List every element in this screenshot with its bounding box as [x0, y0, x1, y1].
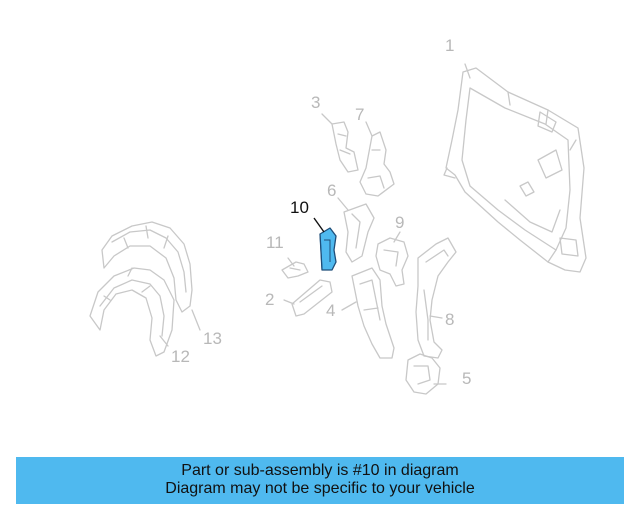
- banner-line-2: Diagram may not be specific to your vehi…: [165, 480, 475, 497]
- part-6-reinforcement: [337, 197, 375, 263]
- part-1-quarter-panel-inner: [443, 63, 587, 273]
- part-3-bracket: [321, 113, 359, 173]
- callout-6: 6: [327, 181, 337, 200]
- part-5-bracket: [405, 353, 447, 395]
- part-9-bracket: [375, 231, 409, 287]
- callout-1: 1: [445, 36, 455, 55]
- part-10-highlighted: [313, 217, 337, 271]
- callout-12: 12: [171, 347, 190, 366]
- banner-line-1: Part or sub-assembly is #10 in diagram: [181, 462, 459, 479]
- part-12-wheelhouse-liner: [89, 267, 175, 357]
- part-13-wheelhouse-outer: [101, 221, 201, 331]
- callout-2: 2: [265, 290, 275, 309]
- callout-4: 4: [326, 301, 336, 320]
- callout-13: 13: [203, 329, 222, 348]
- part-8-pillar: [415, 237, 457, 359]
- part-2-brace: [283, 279, 333, 317]
- part-11-bracket: [281, 257, 309, 279]
- callout-10: 10: [290, 198, 309, 217]
- part-4-rail: [341, 267, 395, 359]
- callout-9: 9: [395, 213, 405, 232]
- info-banner: Part or sub-assembly is #10 in diagram D…: [16, 457, 624, 504]
- callout-11: 11: [266, 233, 284, 252]
- callout-5: 5: [462, 369, 472, 388]
- parts-diagram: [89, 63, 587, 395]
- callout-8: 8: [445, 310, 455, 329]
- callout-3: 3: [311, 93, 321, 112]
- part-7-bracket: [359, 121, 395, 197]
- callout-7: 7: [355, 105, 365, 124]
